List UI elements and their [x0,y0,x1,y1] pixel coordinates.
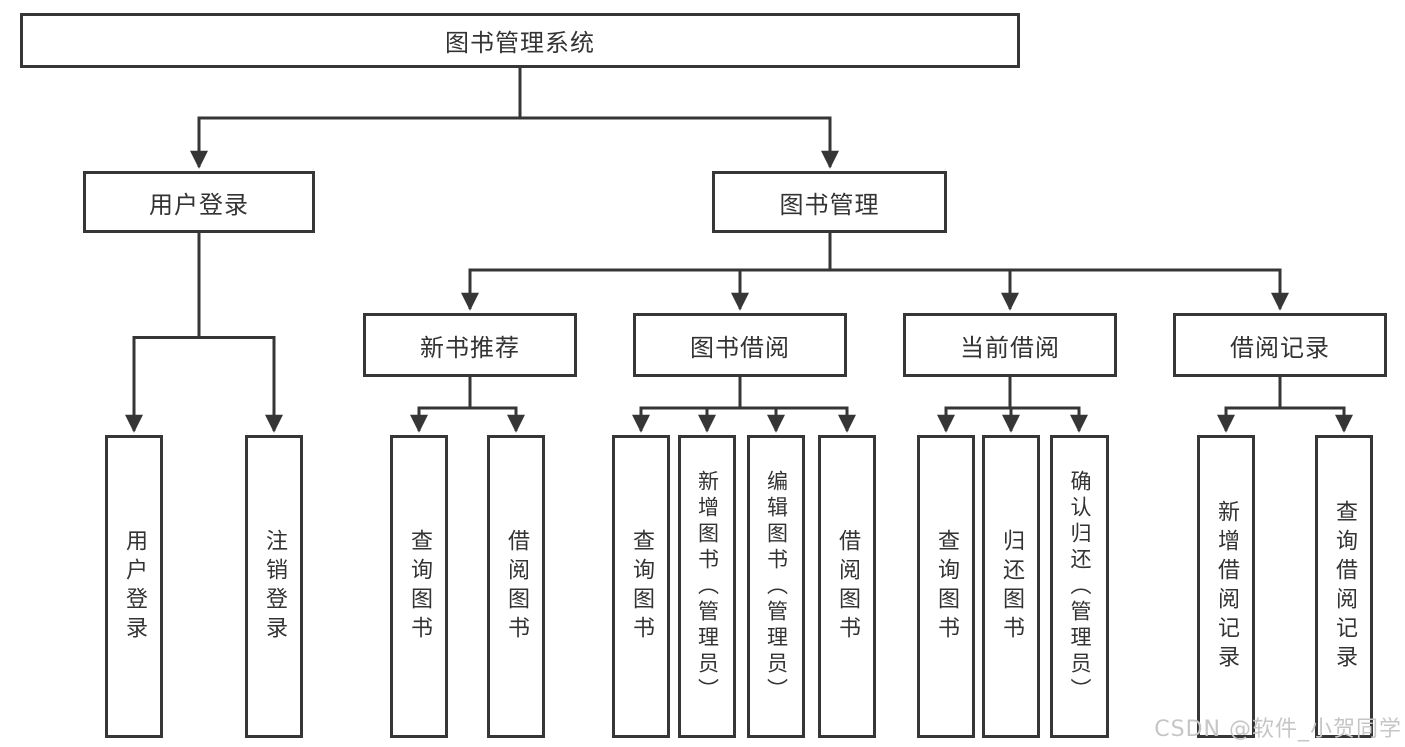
leaf-borrow-books: 借阅图书 [818,435,876,738]
node-borrow-records: 借阅记录 [1173,313,1387,377]
node-current-borrow: 当前借阅 [903,313,1117,377]
leaf-query-books-borrow: 查询图书 [612,435,670,738]
leaf-user-login: 用户登录 [105,435,163,738]
leaf-return-books: 归还图书 [982,435,1040,738]
node-book-management-group: 图书管理 [712,171,947,233]
watermark: CSDN @软件_小贺同学 [1154,717,1402,742]
leaf-borrow-books-recommend: 借阅图书 [487,435,545,738]
node-root-system: 图书管理系统 [20,13,1020,68]
leaf-add-books-admin: 新增图书（管理员） [678,435,736,738]
node-new-book-recommend: 新书推荐 [363,313,577,377]
node-user-login-group: 用户登录 [83,171,315,233]
leaf-query-borrow-record: 查询借阅记录 [1315,435,1373,738]
leaf-edit-books-admin: 编辑图书（管理员） [747,435,805,738]
leaf-confirm-return-admin: 确认归还（管理员） [1050,435,1109,738]
leaf-query-books-recommend: 查询图书 [390,435,448,738]
node-book-borrow: 图书借阅 [633,313,847,377]
leaf-add-borrow-record: 新增借阅记录 [1197,435,1255,738]
leaf-query-books-current: 查询图书 [917,435,975,738]
leaf-logout: 注销登录 [245,435,303,738]
